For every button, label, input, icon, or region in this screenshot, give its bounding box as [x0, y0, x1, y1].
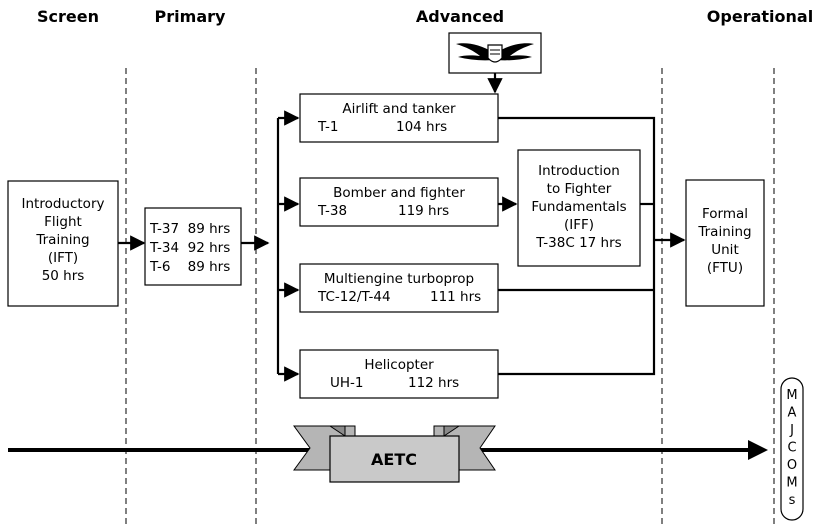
branch-connector — [276, 110, 300, 382]
pilot-wings-badge-icon — [448, 32, 542, 74]
ift-box: Introductory Flight Training (IFT) 50 hr… — [7, 180, 119, 307]
majcoms-letter: s — [789, 493, 796, 508]
iff-line-3: Fundamentals — [531, 199, 626, 215]
heli-hours: 112 hrs — [408, 375, 459, 391]
airlift-name: Airlift and tanker — [342, 101, 456, 117]
primary-box: T-37 89 hrs T-34 92 hrs T-6 89 hrs — [144, 207, 242, 286]
ift-line-3: Training — [35, 232, 89, 248]
airlift-hours: 104 hrs — [396, 119, 447, 135]
bomber-aircraft: T-38 — [317, 203, 347, 219]
majcoms-letter: M — [786, 388, 797, 403]
iff-line-1: Introduction — [538, 163, 620, 179]
ift-line-2: Flight — [44, 214, 82, 230]
bomber-name: Bomber and fighter — [333, 185, 465, 201]
majcoms-letter: C — [787, 441, 796, 456]
track-multiengine: Multiengine turboprop TC-12/T-44 111 hrs — [299, 263, 499, 313]
iff-line-2: to Fighter — [547, 181, 612, 197]
aetc-arrowhead — [748, 440, 768, 460]
track-helicopter: Helicopter UH-1 112 hrs — [299, 349, 499, 399]
majcoms-letter: M — [786, 476, 797, 491]
iff-line-4: (IFF) — [564, 217, 594, 233]
header-primary: Primary — [155, 7, 226, 26]
header-screen: Screen — [37, 7, 99, 26]
multi-aircraft: TC-12/T-44 — [317, 289, 391, 305]
ftu-line-3: Unit — [711, 242, 738, 258]
ift-line-5: 50 hrs — [42, 268, 85, 284]
bomber-hours: 119 hrs — [398, 203, 449, 219]
ftu-line-1: Formal — [702, 206, 748, 222]
iff-box: Introduction to Fighter Fundamentals (IF… — [517, 149, 641, 267]
header-operational: Operational — [707, 7, 813, 26]
iff-line-5: T-38C 17 hrs — [535, 235, 621, 251]
aetc-banner: AETC — [293, 425, 496, 483]
track-airlift-tanker: Airlift and tanker T-1 104 hrs — [299, 93, 499, 143]
ift-line-1: Introductory — [22, 196, 105, 212]
majcoms-letter: O — [787, 458, 797, 473]
ift-line-4: (IFT) — [48, 250, 78, 266]
multi-hours: 111 hrs — [430, 289, 481, 305]
primary-line-1: T-37 89 hrs — [149, 221, 230, 237]
heli-aircraft: UH-1 — [330, 375, 364, 391]
aetc-label: AETC — [371, 450, 417, 469]
ftu-line-4: (FTU) — [707, 260, 743, 276]
primary-line-2: T-34 92 hrs — [149, 240, 230, 256]
majcoms-letter: J — [789, 423, 794, 438]
airlift-aircraft: T-1 — [317, 119, 338, 135]
primary-line-3: T-6 89 hrs — [149, 259, 230, 275]
ftu-line-2: Training — [697, 224, 751, 240]
multi-name: Multiengine turboprop — [324, 271, 474, 287]
merge-connector — [498, 116, 686, 376]
heli-name: Helicopter — [364, 357, 434, 373]
track-bomber-fighter: Bomber and fighter T-38 119 hrs — [299, 177, 499, 227]
header-advanced: Advanced — [416, 7, 504, 26]
ftu-box: Formal Training Unit (FTU) — [685, 179, 765, 307]
majcoms-letter: A — [788, 406, 797, 421]
